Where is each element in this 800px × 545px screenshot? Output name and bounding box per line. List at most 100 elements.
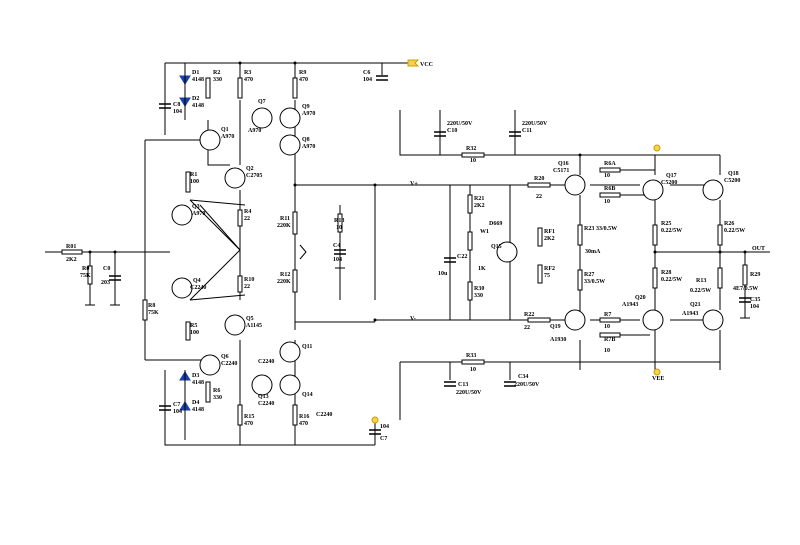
label-c6v: 104 [363, 77, 372, 83]
label-q9: Q9 [302, 104, 310, 110]
capacitor-c11 [509, 131, 521, 137]
vcc-node [653, 144, 661, 152]
resistor-r20 [527, 182, 551, 188]
c7-node [371, 416, 379, 424]
label-out: OUT [752, 246, 765, 252]
resistor-r0 [87, 265, 93, 285]
label-q11: Q11 [302, 344, 312, 350]
label-d1v: 4148 [192, 77, 204, 83]
label-r0v: 75K [80, 273, 91, 279]
label-q1: Q1 [221, 127, 229, 133]
resistor-rf2 [537, 264, 543, 284]
label-r9: R9 [299, 70, 306, 76]
resistor-w1 [467, 231, 473, 251]
transistor-q15 [496, 241, 518, 263]
label-d2v: 4148 [192, 103, 204, 109]
label-r4: R4 [244, 209, 251, 215]
resistor-r16 [292, 404, 298, 426]
label-r3: R3 [244, 70, 251, 76]
label-r22: R22 [524, 312, 534, 318]
label-r8: R8 [148, 303, 155, 309]
label-c4: C4 [333, 243, 340, 249]
label-q17v: C5200 [661, 180, 677, 186]
label-d3v: 4148 [192, 380, 204, 386]
label-q7v: A970 [248, 128, 261, 134]
label-r30v: 330 [474, 293, 483, 299]
transistor-q13 [251, 374, 273, 396]
resistor-r33 [461, 359, 485, 365]
capacitor-c7b [159, 405, 171, 411]
transistor-q8 [279, 134, 301, 156]
label-c0: C0 [103, 266, 110, 272]
label-c2240: C2240 [316, 412, 332, 418]
label-r13: R13 [696, 278, 706, 284]
transistor-q1 [199, 129, 221, 151]
transistor-q21 [702, 309, 724, 331]
label-c8av: 104 [173, 109, 182, 115]
resistor-r4 [237, 209, 243, 227]
label-r28: R28 [661, 270, 671, 276]
resistor-r29 [742, 264, 748, 286]
label-r1v: 100 [190, 179, 199, 185]
label-r18: R18 [334, 218, 344, 224]
label-r10: R10 [244, 277, 254, 283]
resistor-r12 [292, 269, 298, 293]
label-rf1: RF1 [544, 229, 555, 235]
label-c22v: 10u [438, 271, 448, 277]
transistor-q2 [224, 167, 246, 189]
label-d3: D3 [192, 373, 199, 379]
label-d1: D1 [192, 70, 199, 76]
label-r25v: 0.22/5W [661, 228, 682, 234]
label-c10: C10 [447, 128, 457, 134]
label-r27: R27 [584, 272, 594, 278]
vee-node [653, 368, 661, 376]
label-r23: R23 [584, 226, 594, 232]
label-c8a: C8 [173, 102, 180, 108]
label-r12: R12 [280, 272, 290, 278]
label-c14: C34 [518, 374, 528, 380]
label-r9v: 470 [299, 77, 308, 83]
label-r13v: 0.22/5W [690, 288, 711, 294]
resistor-r25 [652, 224, 658, 246]
label-c13: C13 [458, 382, 468, 388]
component-labels: VCC D1 4148 D2 4148 C8 104 R2 330 R3 470… [66, 62, 765, 442]
label-c35: C35 [750, 297, 760, 303]
label-q19: Q19 [550, 324, 561, 330]
label-q6v: C2240 [221, 361, 237, 367]
resistor-r28 [652, 267, 658, 289]
label-r23v: 33/0.5W [596, 226, 617, 232]
resistor-r15 [237, 404, 243, 426]
capacitor-c4 [334, 249, 346, 255]
resistor-r7b [599, 332, 621, 338]
resistors [61, 77, 748, 426]
label-r1: R1 [190, 172, 197, 178]
resistor-r13 [717, 267, 723, 289]
label-r6av: 10 [604, 173, 610, 179]
label-r6b: R6B [604, 186, 615, 192]
label-r21: R21 [474, 196, 484, 202]
label-r29v: 4E7/0.5W [733, 286, 758, 292]
label-r7b: R7B [604, 337, 615, 343]
resistor-r21 [467, 194, 473, 214]
label-r28v: 0.22/5W [661, 277, 682, 283]
label-c37v: 104 [380, 424, 389, 430]
resistor-r9 [292, 77, 298, 99]
label-r01: R01 [66, 244, 76, 250]
capacitor-c8a [159, 103, 171, 109]
label-rf1v: 2K2 [544, 236, 555, 242]
label-r15v: 470 [244, 421, 253, 427]
label-r7: R7 [604, 312, 611, 318]
label-rf2: RF2 [544, 266, 555, 272]
resistor-r1 [185, 171, 191, 193]
label-q16: Q16 [558, 161, 569, 167]
transistor-q6 [199, 354, 221, 376]
label-r6a: R6A [604, 161, 616, 167]
capacitor-c34 [504, 381, 516, 387]
label-r33v: 10 [470, 367, 476, 373]
label-r32v: 10 [470, 158, 476, 164]
transistor-q20 [642, 309, 664, 331]
label-q20v: A1943 [622, 302, 638, 308]
label-q13: Q13 [258, 394, 269, 400]
label-w1: W1 [480, 229, 489, 235]
resistor-r10 [237, 275, 243, 293]
